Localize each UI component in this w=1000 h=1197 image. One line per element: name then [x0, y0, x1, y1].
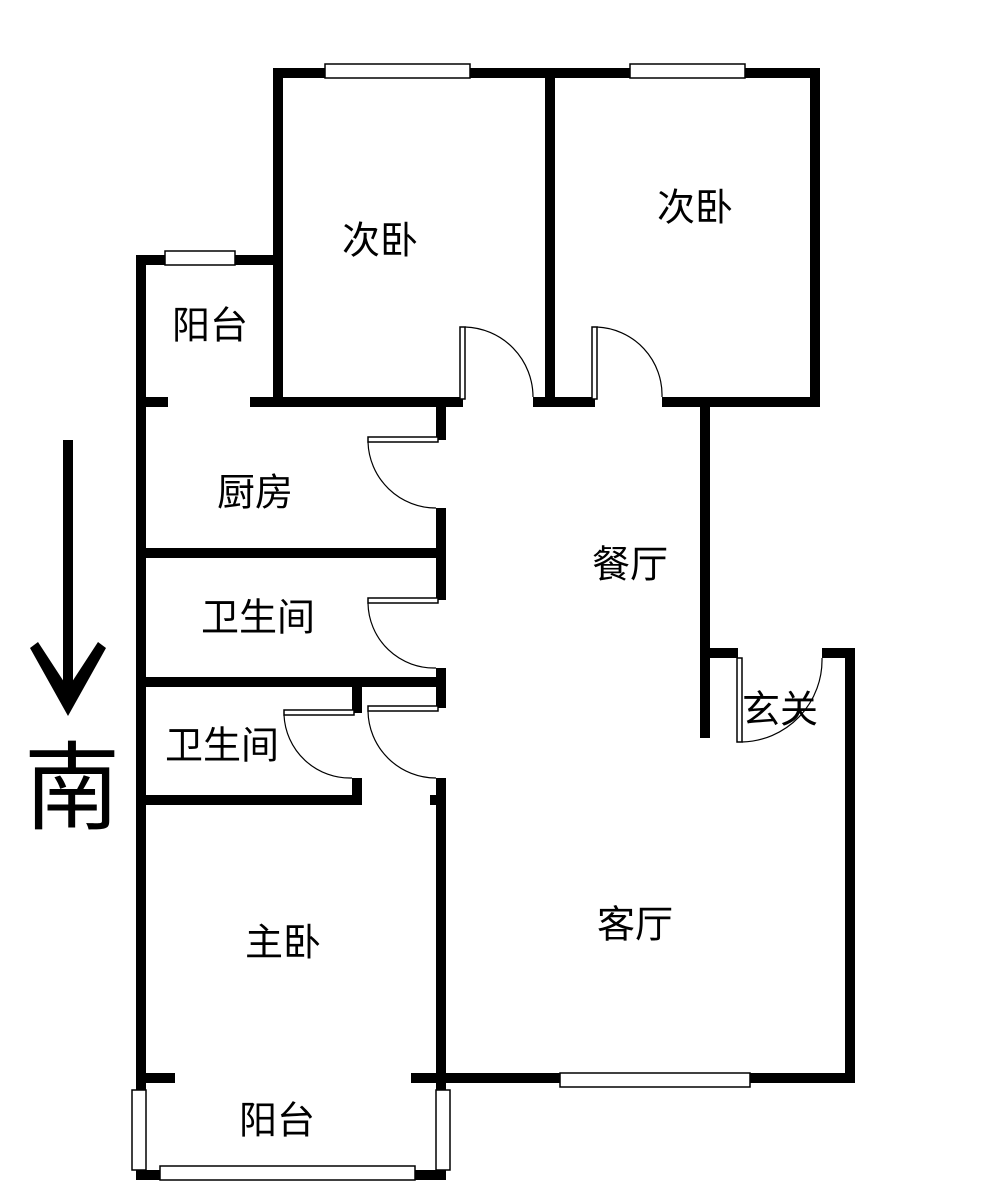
room-bathroom-2: 卫生间	[165, 724, 279, 768]
room-dining: 餐厅	[592, 543, 668, 587]
doors	[283, 326, 823, 779]
room-master-bedroom: 主卧	[245, 921, 321, 965]
room-balcony-south: 阳台	[239, 1099, 315, 1143]
room-labels: 次卧 次卧 阳台 厨房 卫生间 卫生间 餐厅 玄关 客厅 主卧 阳台	[165, 186, 818, 1143]
south-label: 南	[24, 732, 120, 844]
room-bathroom-1: 卫生间	[201, 596, 315, 640]
arrow-down-icon	[63, 440, 73, 690]
compass: 南	[24, 440, 120, 844]
room-bedroom-2b: 次卧	[657, 186, 733, 230]
room-foyer: 玄关	[742, 688, 818, 732]
room-balcony-north: 阳台	[172, 304, 248, 348]
room-bedroom-2a: 次卧	[342, 219, 418, 263]
windows	[131, 63, 751, 1181]
room-kitchen: 厨房	[217, 471, 293, 515]
room-living: 客厅	[597, 903, 673, 947]
